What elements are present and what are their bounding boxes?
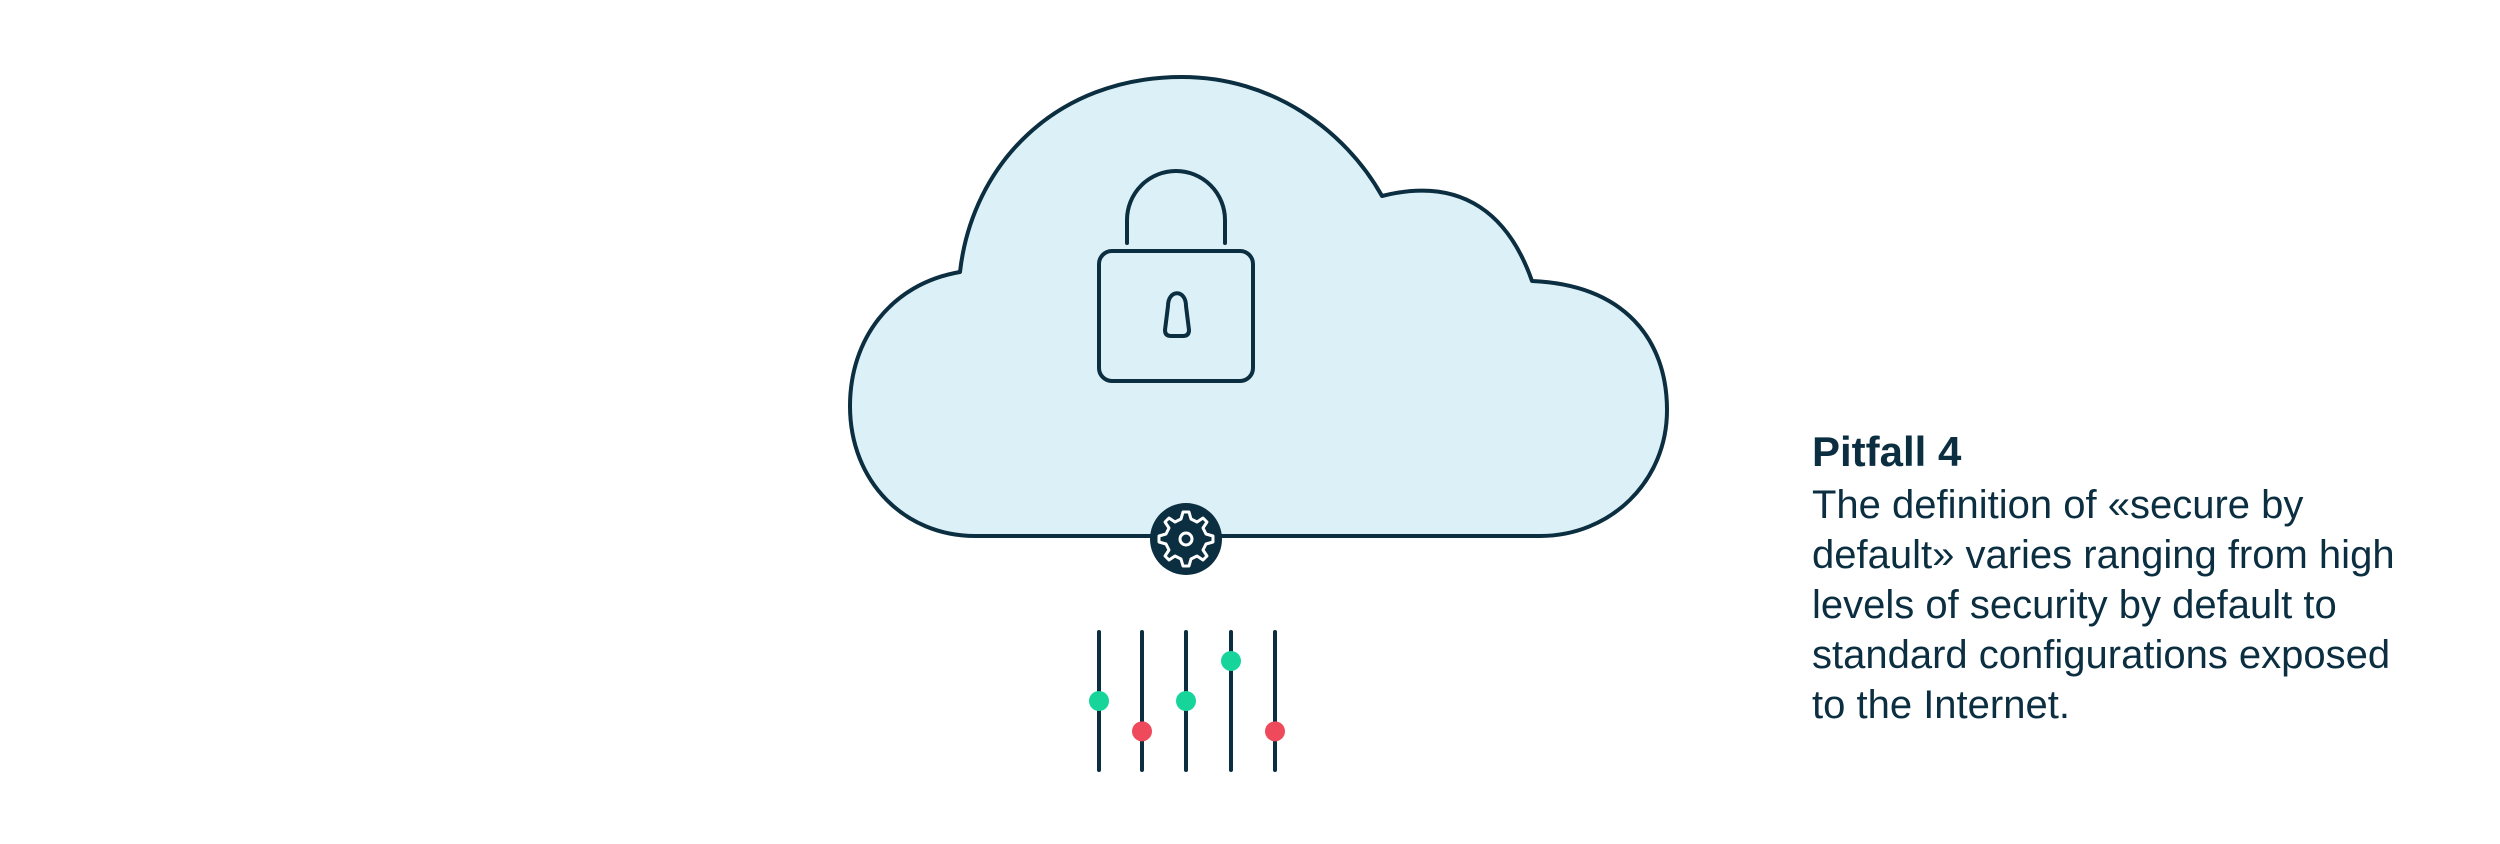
slider-knob-on bbox=[1176, 691, 1196, 711]
slider-knob-on bbox=[1221, 650, 1241, 671]
caption-title: Pitfall 4 bbox=[1812, 428, 1962, 475]
slider-knob-off bbox=[1265, 721, 1285, 742]
slider-controls-icon bbox=[1089, 630, 1285, 772]
caption-block: Pitfall 4 The definition of «secure by d… bbox=[1812, 424, 2432, 730]
gear-icon bbox=[1150, 503, 1222, 575]
cloud-icon bbox=[848, 75, 1669, 538]
caption-body: The definition of «secure by default» va… bbox=[1812, 483, 2395, 727]
slider-knob-on bbox=[1089, 691, 1109, 711]
padlock-icon bbox=[1097, 169, 1255, 383]
slider-knob-off bbox=[1132, 721, 1152, 742]
